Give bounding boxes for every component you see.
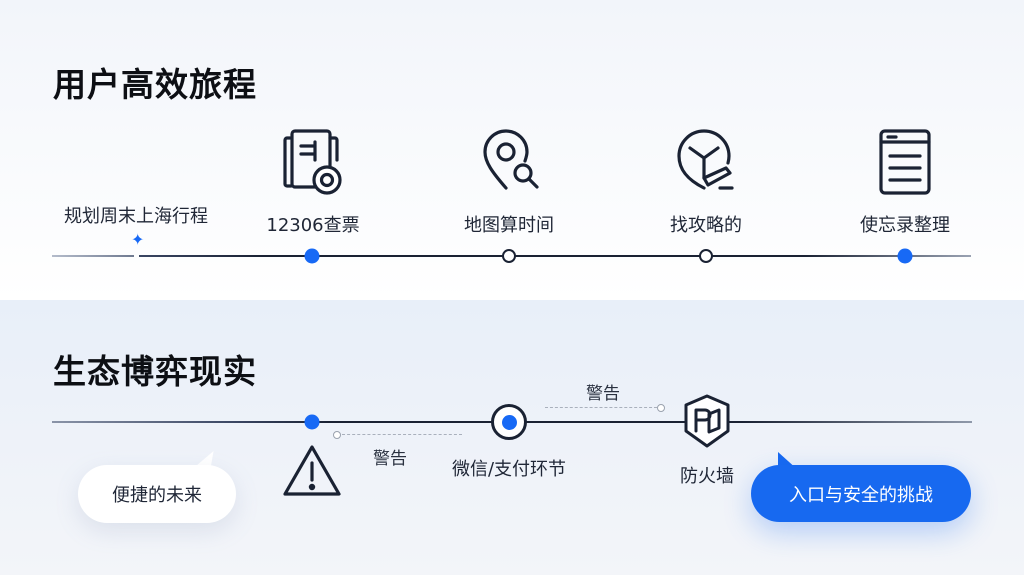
ecosystem-title: 生态博弈现实 bbox=[53, 352, 257, 391]
map-pin-search-icon bbox=[483, 129, 539, 190]
memo-list-icon bbox=[879, 129, 931, 195]
step-label-memo: 使忘录整理 bbox=[860, 215, 950, 236]
ecosystem-label-firewall: 防火墙 bbox=[680, 466, 734, 487]
warning-connector-dot-2 bbox=[657, 404, 665, 412]
speech-bubble-future: 便捷的未来 bbox=[78, 465, 236, 523]
payment-marker-core bbox=[501, 414, 517, 430]
guide-compass-icon bbox=[677, 129, 734, 190]
journey-timeline-start bbox=[52, 255, 134, 257]
warning-connector-line-2 bbox=[545, 407, 657, 408]
speech-bubble-challenge: 入口与安全的挑战 bbox=[751, 465, 971, 522]
warning-connector-dot bbox=[333, 431, 341, 439]
firewall-shield-icon bbox=[684, 394, 730, 448]
warning-label-2: 警告 bbox=[586, 384, 620, 404]
journey-title: 用户高效旅程 bbox=[53, 65, 257, 104]
warning-triangle-icon bbox=[283, 445, 341, 496]
warning-label-1: 警告 bbox=[373, 449, 407, 469]
step-marker-12306[interactable] bbox=[304, 248, 320, 264]
step-marker-memo[interactable] bbox=[897, 248, 913, 264]
ecosystem-marker-warning[interactable] bbox=[304, 414, 320, 430]
step-label-12306: 12306查票 bbox=[266, 215, 360, 236]
journey-timeline bbox=[139, 255, 971, 257]
sparkle-plus-icon: ✦ bbox=[131, 230, 145, 249]
step-marker-map[interactable] bbox=[502, 249, 516, 263]
ticket-document-icon bbox=[283, 129, 342, 195]
ecosystem-label-payment: 微信/支付环节 bbox=[451, 459, 567, 480]
step-label-map: 地图算时间 bbox=[464, 215, 554, 236]
journey-start-label: 规划周末上海行程 bbox=[64, 206, 208, 227]
step-marker-guide[interactable] bbox=[699, 249, 713, 263]
ecosystem-marker-payment[interactable] bbox=[491, 404, 527, 440]
warning-connector-line bbox=[342, 434, 462, 435]
step-label-guide: 找攻略的 bbox=[670, 215, 742, 236]
